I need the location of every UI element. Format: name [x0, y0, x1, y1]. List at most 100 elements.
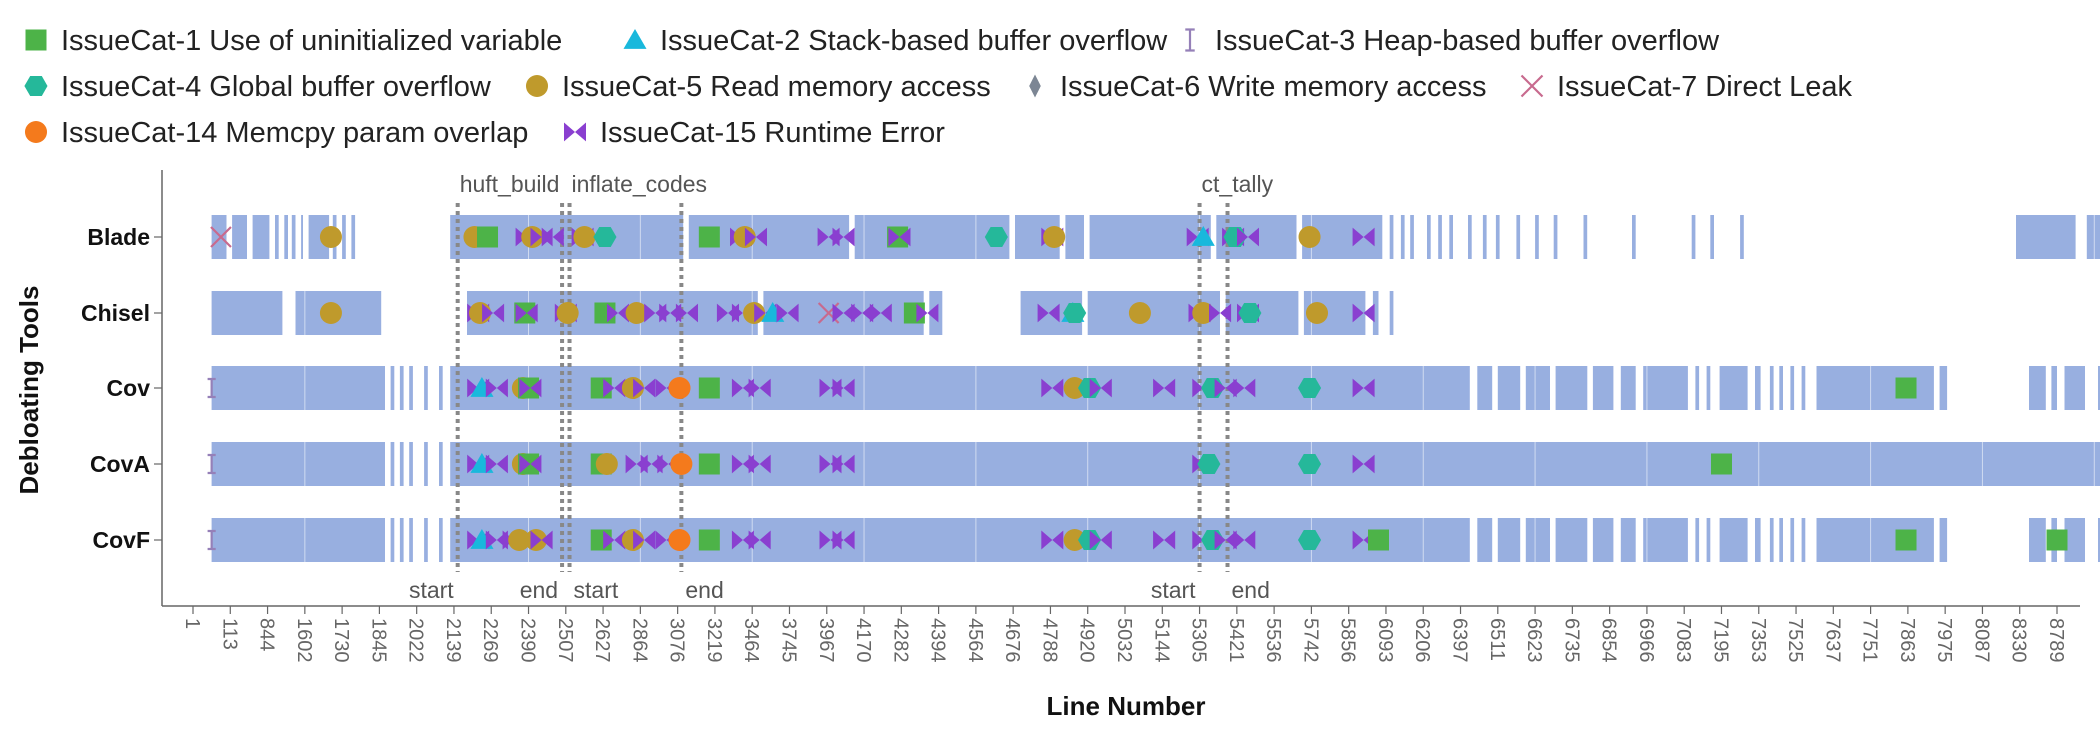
- legend-item-cat5: IssueCat-5 Read memory access: [525, 71, 991, 103]
- issue-marker-cat5: [733, 225, 756, 249]
- coverage-segment: [1438, 215, 1442, 259]
- x-tick-label: 5421: [1225, 618, 1247, 663]
- boundary-start-label: start: [409, 577, 454, 603]
- x-tick-label: 5536: [1262, 618, 1284, 663]
- coverage-segment: [1801, 366, 1806, 410]
- coverage-segment: [211, 215, 227, 259]
- coverage-segment: [2098, 518, 2100, 562]
- x-tick-label: 6093: [1374, 618, 1396, 663]
- function-huft-build: huft_build: [455, 171, 565, 572]
- issue-marker-cat1: [698, 529, 720, 551]
- coverage-segment: [1755, 366, 1761, 410]
- coverage-segment: [1225, 291, 1299, 335]
- coverage-segment: [301, 215, 303, 259]
- issue-marker-cat5: [573, 225, 596, 249]
- issue-marker-cat14: [668, 376, 691, 400]
- issue-marker-cat15: [916, 303, 939, 323]
- issue-marker-cat4: [1238, 303, 1262, 323]
- issue-marker-cat1: [698, 226, 720, 248]
- coverage-segment: [1706, 518, 1711, 562]
- x-tick-label: 2269: [479, 618, 501, 663]
- legend-item-cat4: IssueCat-4 Global buffer overflow: [24, 71, 492, 103]
- coverage-segment: [1427, 215, 1431, 259]
- coverage-segment: [1620, 518, 1636, 562]
- issue-marker-cat5: [1305, 301, 1329, 325]
- issue-marker-cat5: [1063, 528, 1086, 552]
- issue-marker-cat15: [1352, 227, 1375, 247]
- issue-marker-cat2: [1191, 226, 1215, 246]
- coverage-segment: [390, 442, 395, 486]
- coverage-segment: [1468, 215, 1472, 259]
- issue-marker-cat4: [1063, 303, 1087, 323]
- issue-marker-cat15: [485, 378, 508, 398]
- legend-item-cat3: IssueCat-3 Heap-based buffer overflow: [1185, 25, 1720, 57]
- coverage-segment: [1495, 215, 1500, 259]
- x-tick-label: 4394: [927, 618, 949, 663]
- x-tick-label: 5144: [1150, 618, 1172, 663]
- coverage-segment: [2029, 518, 2046, 562]
- issue-marker-cat1: [698, 377, 720, 399]
- issue-row-cov: [207, 376, 1917, 400]
- y-axis-title: Debloating Tools: [14, 286, 44, 495]
- issue-marker-cat15: [1153, 530, 1176, 550]
- legend-label-cat6: IssueCat-6 Write memory access: [1060, 71, 1487, 103]
- boundary-start-label: start: [574, 577, 619, 603]
- coverage-segment: [1410, 215, 1414, 259]
- legend-label-cat2: IssueCat-2 Stack-based buffer overflow: [660, 25, 1168, 57]
- function-label: huft_build: [460, 171, 560, 197]
- coverage-segment: [1769, 366, 1774, 410]
- coverage-segment: [424, 366, 428, 410]
- coverage-segment: [1632, 215, 1636, 259]
- function-label: ct_tally: [1202, 171, 1274, 197]
- issue-marker-cat15: [1041, 378, 1064, 398]
- issue-marker-cat5: [621, 528, 644, 552]
- x-tick-label: 6206: [1411, 618, 1433, 663]
- legend-swatch-cat4: [24, 76, 48, 96]
- coverage-segment: [409, 442, 413, 486]
- x-tick-label: 4564: [964, 618, 986, 663]
- coverage-segment: [2086, 215, 2100, 259]
- issue-marker-cat15: [1352, 454, 1375, 474]
- issue-row-cova: [207, 452, 1732, 476]
- x-tick-label: 2022: [405, 618, 427, 663]
- legend-swatch-cat3: [1185, 28, 1195, 52]
- coverage-segment: [1710, 215, 1714, 259]
- legend-swatch-cat7: [1520, 74, 1544, 98]
- coverage-segment: [1779, 366, 1783, 410]
- coverage-segment: [1719, 366, 1748, 410]
- x-tick-label: 2627: [591, 618, 613, 663]
- issue-row-blade: [210, 225, 1375, 249]
- issue-marker-cat5: [319, 301, 342, 325]
- boundary-end-label: end: [520, 577, 558, 603]
- coverage-segment: [1555, 518, 1588, 562]
- issue-marker-cat5: [1192, 301, 1215, 325]
- x-tick-label: 3219: [703, 618, 725, 663]
- coverage-segment: [424, 518, 428, 562]
- issue-marker-cat4: [984, 227, 1008, 247]
- x-tick-label: 5032: [1113, 618, 1135, 663]
- coverage-segment: [2029, 366, 2046, 410]
- issue-marker-cat15: [869, 303, 892, 323]
- legend-swatch-cat6: [1029, 74, 1041, 98]
- x-tick-label: 8087: [1970, 618, 1992, 663]
- coverage-segment: [2064, 518, 2085, 562]
- x-tick-label: 7195: [1709, 618, 1731, 663]
- x-tick-label: 6854: [1598, 618, 1620, 663]
- issue-marker-cat4: [1298, 530, 1322, 550]
- legend-swatch-cat14: [24, 120, 48, 144]
- coverage-segment: [342, 215, 346, 259]
- coverage-segment: [390, 518, 395, 562]
- issue-marker-cat15: [519, 378, 542, 398]
- issue-marker-cat5: [743, 301, 766, 325]
- issue-marker-cat4: [1298, 454, 1322, 474]
- coverage-segment: [275, 215, 279, 259]
- coverage-segment: [1477, 366, 1493, 410]
- function-label: inflate_codes: [572, 171, 708, 197]
- coverage-segment: [1535, 215, 1539, 259]
- coverage-segment: [439, 518, 443, 562]
- issue-marker-cat3: [207, 529, 216, 551]
- coverage-segment: [439, 442, 443, 486]
- coverage-segment: [1719, 518, 1748, 562]
- issue-marker-cat15: [744, 227, 767, 247]
- coverage-segment: [1695, 518, 1700, 562]
